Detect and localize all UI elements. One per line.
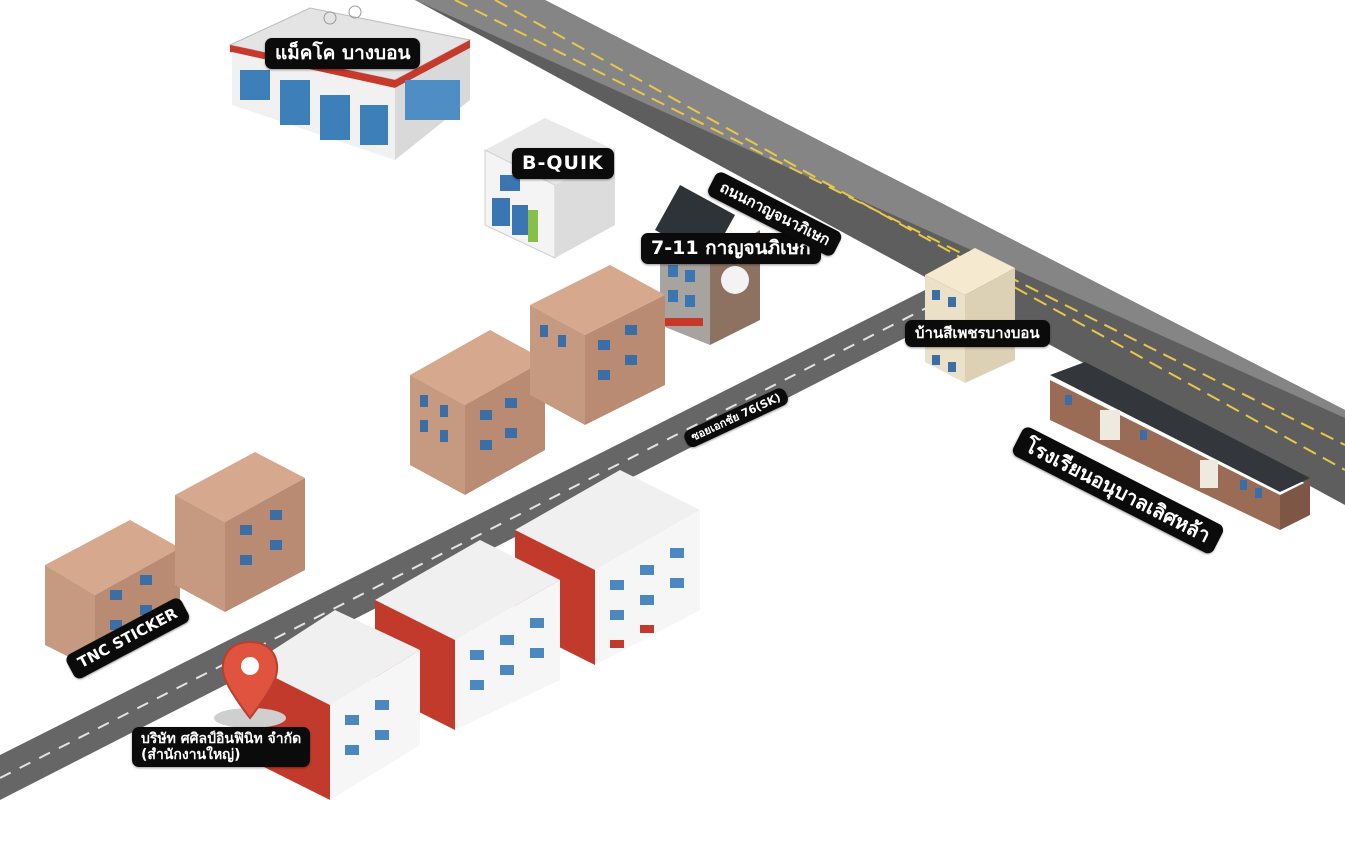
- label-company[interactable]: บริษัท ศศิลป์อินฟินิท จำกัด (สำนักงานใหญ…: [132, 727, 311, 768]
- baan-see-petch-building: [925, 248, 1015, 383]
- tan-building-block-2: [530, 265, 665, 425]
- tan-building-block-1: [410, 330, 545, 495]
- label-company-line2: (สำนักงานใหญ่): [141, 747, 241, 764]
- tan-building-block-4: [175, 452, 305, 612]
- label-baan-see-petch[interactable]: บ้านสีเพชรบางบอน: [905, 320, 1050, 347]
- label-seven-eleven[interactable]: 7-11 กาญจนภิเษก: [641, 233, 821, 264]
- label-makro[interactable]: แม็คโค บางบอน: [265, 38, 421, 69]
- makro-building: [228, 5, 472, 160]
- label-bquik[interactable]: B-QUIK: [512, 148, 614, 179]
- bquik-building: [484, 118, 615, 259]
- label-company-line1: บริษัท ศศิลป์อินฟินิท จำกัด: [141, 731, 302, 747]
- map-pin-icon[interactable]: [214, 640, 286, 728]
- school-building: [1050, 362, 1310, 530]
